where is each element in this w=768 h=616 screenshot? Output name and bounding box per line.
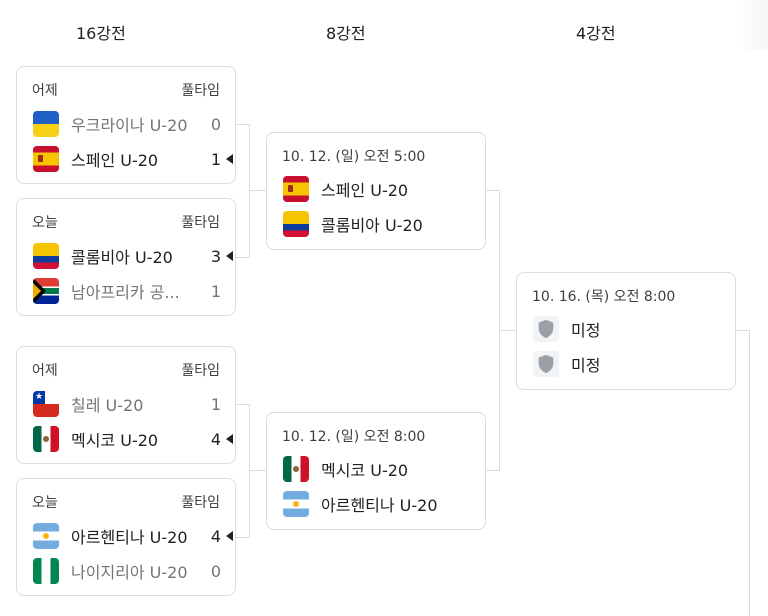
south-africa-flag-icon xyxy=(33,278,59,304)
colombia-flag-icon xyxy=(33,243,59,269)
r16-match-card[interactable]: 오늘 풀타임 콜롬비아 U-20 3 남아프리카 공... 1 xyxy=(16,198,236,316)
team-name: 콜롬비아 U-20 xyxy=(321,216,423,235)
round-label-sf: 4강전 xyxy=(576,24,616,43)
team-score: 4 xyxy=(210,526,221,546)
spain-flag-icon xyxy=(33,146,59,172)
winner-marker-icon xyxy=(226,154,233,164)
team-name: 칠레 U-20 xyxy=(71,396,144,415)
winner-marker-icon xyxy=(226,531,233,541)
team-name: 아르헨티나 U-20 xyxy=(321,496,438,515)
match-day: 어제 xyxy=(32,363,58,379)
team-score: 1 xyxy=(210,281,221,301)
sf-match-card[interactable]: 10. 16. (목) 오전 8:00 미정 미정 xyxy=(516,272,736,390)
team-row: 콜롬비아 U-20 3 xyxy=(33,241,233,271)
match-datetime: 10. 12. (일) 오전 8:00 xyxy=(282,429,426,445)
match-status: 풀타임 xyxy=(181,215,220,231)
qf-match-card[interactable]: 10. 12. (일) 오전 8:00 멕시코 U-20 아르헨티나 U-20 xyxy=(266,412,486,530)
team-name: 우크라이나 U-20 xyxy=(71,116,188,135)
colombia-flag-icon xyxy=(283,211,309,237)
mexico-flag-icon xyxy=(33,426,59,452)
team-score: 1 xyxy=(210,149,221,169)
team-row: 나이지리아 U-20 0 xyxy=(33,556,221,586)
team-score: 3 xyxy=(210,246,221,266)
nigeria-flag-icon xyxy=(33,558,59,584)
match-status: 풀타임 xyxy=(181,495,220,511)
team-name: 미정 xyxy=(571,356,601,375)
match-datetime: 10. 12. (일) 오전 5:00 xyxy=(282,149,426,165)
team-score: 0 xyxy=(210,114,221,134)
argentina-flag-icon xyxy=(283,491,309,517)
team-row: 우크라이나 U-20 0 xyxy=(33,109,221,139)
team-score: 4 xyxy=(210,429,221,449)
match-day: 오늘 xyxy=(32,495,58,511)
team-name: 멕시코 U-20 xyxy=(71,431,159,450)
team-name: 아르헨티나 U-20 xyxy=(71,528,188,547)
team-row: 아르헨티나 U-20 xyxy=(283,489,471,519)
round-label-qf: 8강전 xyxy=(326,24,366,43)
match-datetime: 10. 16. (목) 오전 8:00 xyxy=(532,289,676,305)
team-row: 미정 xyxy=(533,314,721,344)
team-name: 미정 xyxy=(571,321,601,340)
r16-match-card[interactable]: 오늘 풀타임 아르헨티나 U-20 4 나이지리아 U-20 0 xyxy=(16,478,236,596)
match-day: 오늘 xyxy=(32,215,58,231)
team-name: 콜롬비아 U-20 xyxy=(71,248,173,267)
team-name: 스페인 U-20 xyxy=(71,151,159,170)
team-row: 아르헨티나 U-20 4 xyxy=(33,521,233,551)
match-status: 풀타임 xyxy=(181,83,220,99)
qf-match-card[interactable]: 10. 12. (일) 오전 5:00 스페인 U-20 콜롬비아 U-20 xyxy=(266,132,486,250)
winner-marker-icon xyxy=(226,434,233,444)
scroll-fade xyxy=(738,0,768,50)
tbd-shield-icon xyxy=(533,316,559,342)
spain-flag-icon xyxy=(283,176,309,202)
winner-marker-icon xyxy=(226,251,233,261)
team-score: 0 xyxy=(210,561,221,581)
r16-match-card[interactable]: 어제 풀타임 칠레 U-20 1 멕시코 U-20 4 xyxy=(16,346,236,464)
tbd-shield-icon xyxy=(533,351,559,377)
team-row: 스페인 U-20 xyxy=(283,174,471,204)
team-name: 스페인 U-20 xyxy=(321,181,409,200)
team-row: 남아프리카 공... 1 xyxy=(33,276,221,306)
ukraine-flag-icon xyxy=(33,111,59,137)
team-name: 나이지리아 U-20 xyxy=(71,563,188,582)
match-day: 어제 xyxy=(32,83,58,99)
team-row: 멕시코 U-20 4 xyxy=(33,424,233,454)
round-label-r16: 16강전 xyxy=(76,24,126,43)
team-name: 남아프리카 공... xyxy=(71,283,180,302)
argentina-flag-icon xyxy=(33,523,59,549)
team-row: 멕시코 U-20 xyxy=(283,454,471,484)
mexico-flag-icon xyxy=(283,456,309,482)
chile-flag-icon xyxy=(33,391,59,417)
team-row: 콜롬비아 U-20 xyxy=(283,209,471,239)
r16-match-card[interactable]: 어제 풀타임 우크라이나 U-20 0 스페인 U-20 1 xyxy=(16,66,236,184)
team-row: 미정 xyxy=(533,349,721,379)
team-score: 1 xyxy=(210,394,221,414)
team-row: 칠레 U-20 1 xyxy=(33,389,221,419)
match-status: 풀타임 xyxy=(181,363,220,379)
team-name: 멕시코 U-20 xyxy=(321,461,409,480)
team-row: 스페인 U-20 1 xyxy=(33,144,233,174)
